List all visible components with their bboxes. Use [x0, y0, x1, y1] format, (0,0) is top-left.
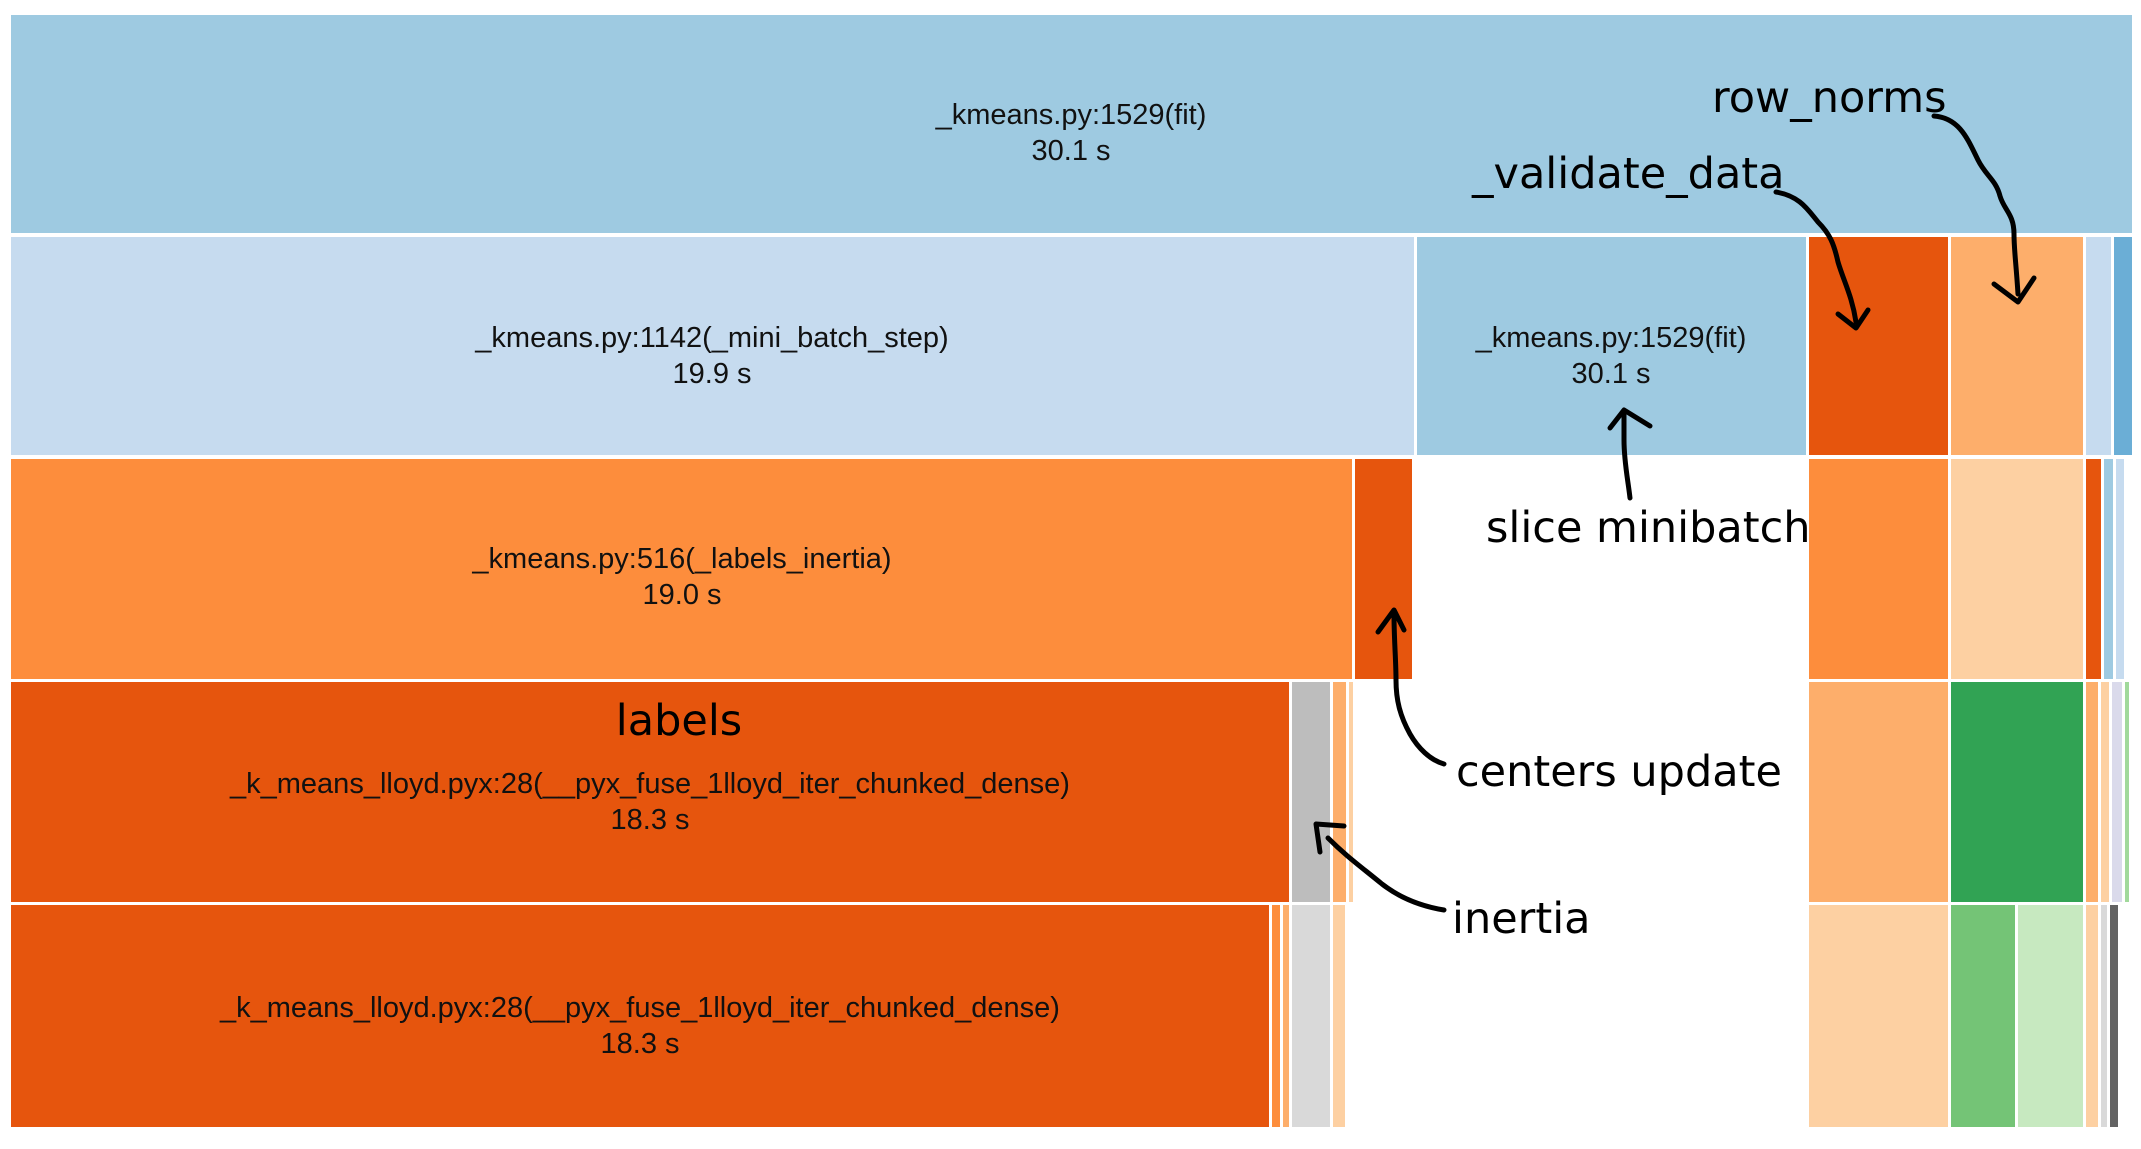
block-lloyd-iter-1-time: 18.3 s — [611, 804, 690, 836]
block-small[interactable] — [1270, 903, 1282, 1129]
block-fit-root-time: 30.1 s — [1032, 135, 1111, 167]
block-small[interactable] — [2084, 903, 2100, 1129]
arrow-inertia-line — [1325, 835, 1447, 913]
block-fit-root-rect[interactable] — [9, 13, 2134, 235]
block-small[interactable] — [1807, 903, 1950, 1129]
annotation-validate-data: _validate_data — [1471, 149, 1785, 199]
block-mini-batch-step-time: 19.9 s — [673, 358, 752, 390]
block-small[interactable] — [2016, 903, 2085, 1129]
block-small[interactable] — [2099, 903, 2109, 1129]
block-small[interactable] — [1347, 680, 1355, 904]
block-centers-update[interactable] — [1353, 457, 1414, 681]
block-small[interactable] — [1949, 903, 2017, 1129]
block-small[interactable] — [1331, 903, 1347, 1129]
block-inertia[interactable] — [1290, 680, 1332, 904]
arrow-slice-minibatch-line — [1621, 409, 1633, 501]
arrow-row-norms-head — [1991, 275, 2037, 305]
block-labels-inertia-time: 19.0 s — [643, 579, 722, 611]
arrow-centers-update-line — [1391, 611, 1447, 767]
block-small[interactable] — [2084, 457, 2103, 681]
block-small[interactable] — [2099, 680, 2111, 904]
block-small[interactable] — [2102, 457, 2115, 681]
arrow-validate-data-line — [1773, 189, 1859, 325]
block-mini-batch-step-rect[interactable] — [9, 235, 1416, 457]
block-lloyd-iter-2-rect[interactable] — [9, 903, 1271, 1129]
block-small[interactable] — [1807, 457, 1950, 681]
block-small[interactable] — [2110, 680, 2124, 904]
block-fit-slice[interactable]: _kmeans.py:1529(fit) 30.1 s — [1415, 235, 1808, 457]
block-mini-batch-step[interactable]: _kmeans.py:1142(_mini_batch_step) 19.9 s — [9, 235, 1416, 457]
small-blocks — [1270, 235, 2134, 1129]
block-small[interactable] — [1290, 903, 1332, 1129]
block-small[interactable] — [1949, 680, 2085, 904]
block-fit-slice-time: 30.1 s — [1572, 358, 1651, 390]
block-fit-slice-rect[interactable] — [1415, 235, 1808, 457]
block-small[interactable] — [2084, 235, 2113, 457]
block-small[interactable] — [2112, 235, 2134, 457]
block-small[interactable] — [1949, 457, 2085, 681]
block-lloyd-iter-2[interactable]: _k_means_lloyd.pyx:28(__pyx_fuse_1lloyd_… — [9, 903, 1271, 1129]
block-labels-inertia[interactable]: _kmeans.py:516(_labels_inertia) 19.0 s — [9, 457, 1354, 681]
annotation-inertia: inertia — [1452, 894, 1591, 944]
block-small[interactable] — [1807, 680, 1950, 904]
block-small[interactable] — [1331, 680, 1348, 904]
block-small[interactable] — [2123, 680, 2131, 904]
block-lloyd-iter-2-label: _k_means_lloyd.pyx:28(__pyx_fuse_1lloyd_… — [219, 992, 1060, 1024]
arrow-row-norms-line — [1931, 113, 2021, 297]
block-fit-slice-label: _kmeans.py:1529(fit) — [1475, 322, 1747, 354]
block-small[interactable] — [2108, 903, 2120, 1129]
block-lloyd-iter-1-label: _k_means_lloyd.pyx:28(__pyx_fuse_1lloyd_… — [229, 768, 1070, 800]
block-fit-root[interactable]: _kmeans.py:1529(fit) 30.1 s — [9, 13, 2134, 235]
block-lloyd-iter-2-time: 18.3 s — [601, 1028, 680, 1060]
annotation-labels: labels — [616, 696, 742, 746]
block-lloyd-iter-1[interactable]: _k_means_lloyd.pyx:28(__pyx_fuse_1lloyd_… — [9, 680, 1291, 904]
arrow-centers-update-head — [1375, 607, 1407, 635]
block-labels-inertia-label: _kmeans.py:516(_labels_inertia) — [471, 543, 891, 575]
block-small[interactable] — [2084, 680, 2100, 904]
arrow-slice-minibatch-head — [1607, 407, 1653, 431]
block-small[interactable] — [2114, 457, 2126, 681]
block-fit-root-label: _kmeans.py:1529(fit) — [935, 99, 1207, 131]
arrow-inertia-head — [1313, 821, 1347, 855]
block-mini-batch-step-label: _kmeans.py:1142(_mini_batch_step) — [474, 322, 948, 354]
arrow-validate-data-head — [1835, 307, 1871, 331]
annotation-row-norms: row_norms — [1712, 73, 1946, 123]
annotation-centers-update: centers update — [1456, 747, 1782, 797]
annotation-slice-minibatch: slice minibatch — [1486, 503, 1811, 553]
annotations: row_norms _validate_data slice minibatch… — [616, 73, 2037, 944]
block-validate-data[interactable] — [1807, 235, 1950, 457]
block-small[interactable] — [1281, 903, 1291, 1129]
